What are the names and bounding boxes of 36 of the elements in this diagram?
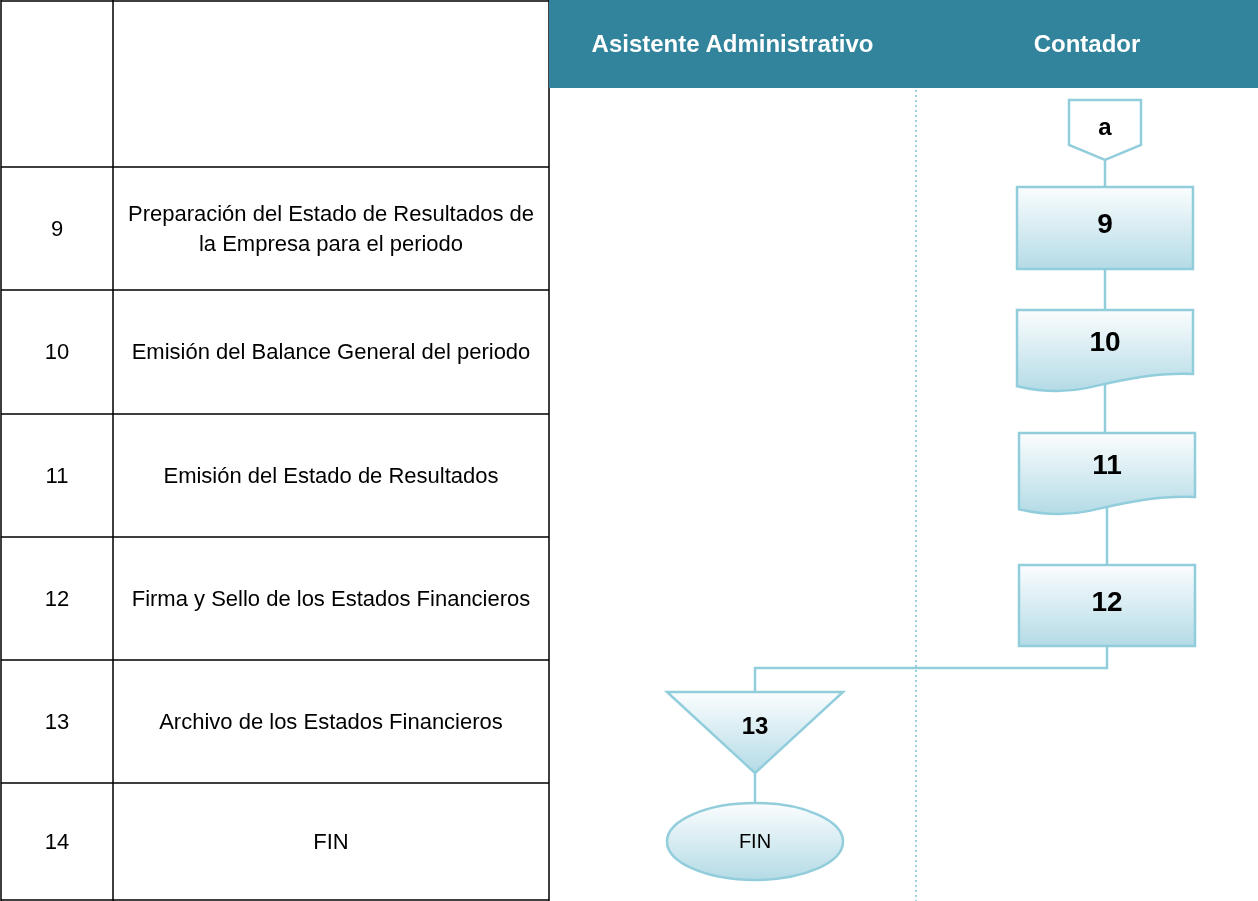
step-number: 12	[1091, 585, 1123, 619]
terminator-text: FIN	[738, 830, 772, 853]
terminator-ellipse	[667, 803, 843, 880]
connector-line	[1103, 160, 1107, 187]
lane-header	[916, 0, 1258, 88]
step-number: 10	[1089, 326, 1121, 359]
off-page-connector	[1069, 100, 1141, 160]
process-box	[1019, 565, 1195, 646]
lane-header	[549, 0, 916, 88]
connector-line	[1103, 269, 1107, 310]
step-description: Firma y Sello de los Estados Financieros	[131, 584, 531, 613]
step-description: FIN	[313, 828, 349, 857]
connector-line	[753, 646, 1109, 692]
process-box	[1017, 187, 1193, 269]
connector-letter: a	[1098, 113, 1112, 142]
step-description: Emisión del Estado de Resultados	[163, 461, 499, 490]
lane-title: Contador	[1033, 30, 1141, 58]
document-shape	[1017, 310, 1193, 392]
step-description: Archivo de los Estados Financieros	[159, 707, 503, 736]
step-number: 11	[1092, 449, 1122, 482]
step-number: 13	[44, 707, 70, 736]
connector-line	[753, 773, 757, 803]
merge-triangle	[667, 692, 843, 773]
document-shape	[1019, 433, 1195, 515]
connector-line	[1103, 383, 1107, 433]
step-number: 11	[45, 461, 69, 490]
step-number: 14	[44, 828, 70, 857]
step-description: Preparación del Estado de Resultados de la Empresa para el periodo	[126, 199, 535, 258]
step-number: 10	[44, 338, 70, 367]
connector-line	[1105, 506, 1109, 565]
step-description: Emisión del Balance General del periodo	[131, 338, 531, 367]
step-number: 12	[44, 584, 70, 613]
step-number: 9	[50, 214, 64, 243]
step-number: 13	[741, 711, 769, 741]
lane-title: Asistente Administrativo	[591, 30, 874, 58]
step-number: 9	[1097, 208, 1113, 241]
